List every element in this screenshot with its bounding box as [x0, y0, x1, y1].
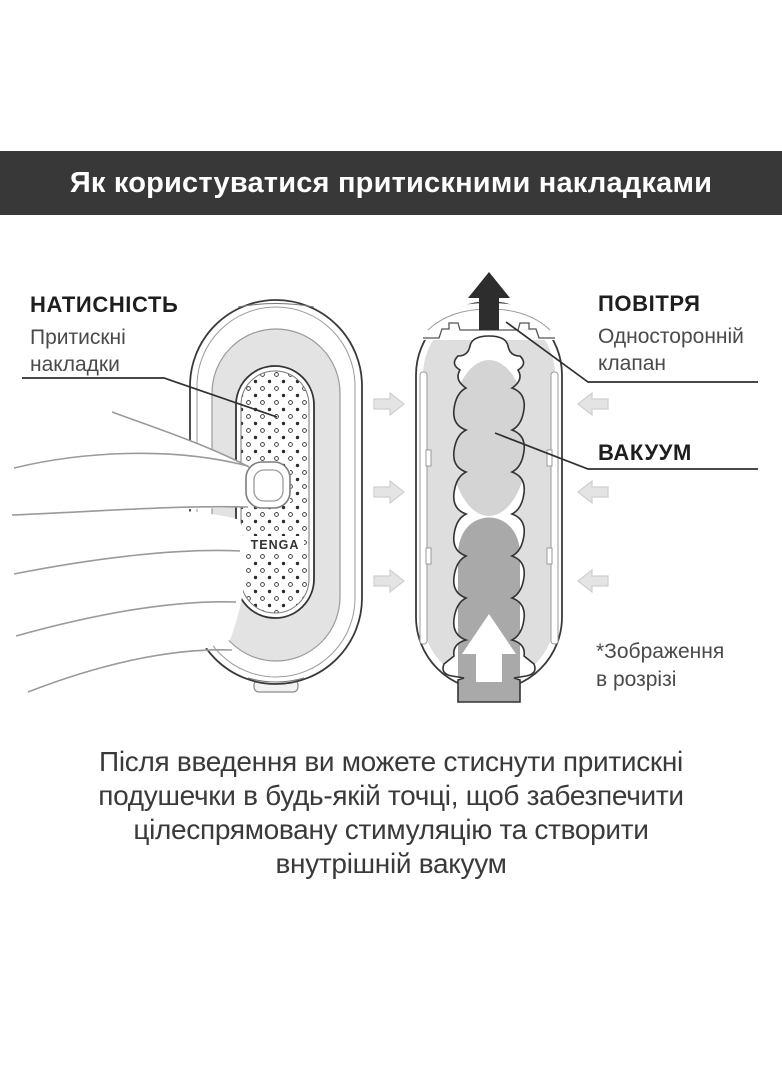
press-arrow-icon: [577, 392, 609, 416]
finger-fill: [12, 453, 290, 517]
air-callout-subtitle: Односторонній клапан: [598, 325, 744, 375]
instruction-line: цілеспрямовану стимуляцію та створити: [133, 814, 649, 845]
vacuum-callout: ВАКУУМ: [598, 440, 692, 466]
left-slit-tab: [425, 449, 432, 467]
vacuum-callout-title: ВАКУУМ: [598, 440, 692, 465]
pressure-callout: НАТИСНІСТЬ Притискні накладки: [30, 292, 178, 378]
press-arrow-icon: [373, 392, 405, 416]
hand-illustration: [10, 411, 291, 695]
sleeve-channel-outline: [442, 335, 536, 703]
air-callout-title: ПОВІТРЯ: [598, 291, 701, 316]
air-out-arrow-icon: [468, 272, 510, 330]
product-bottom-seam: [247, 677, 305, 683]
hand-back-line: [111, 411, 250, 468]
insertion-arrow-icon: [462, 614, 516, 682]
left-slit: [419, 371, 428, 645]
pressure-callout-title: НАТИСНІСТЬ: [30, 292, 179, 317]
vacuum-leader-line: [494, 432, 758, 470]
product-top-seam: [237, 302, 315, 308]
product-cross-section: [415, 272, 563, 703]
knuckle-line-2: [15, 601, 237, 637]
inserted-member: [458, 517, 520, 702]
fist-fill: [10, 508, 246, 695]
pressure-pad-leader-line: [22, 377, 278, 418]
press-arrow-icon: [577, 480, 609, 504]
pressure-callout-subtitle: Притискні накладки: [30, 326, 126, 376]
palm-bottom-line: [27, 649, 233, 693]
instruction-paragraph: Після введення ви можете стиснути притис…: [0, 745, 782, 881]
vacuum-chamber: [449, 360, 529, 516]
finger-bottom-line: [11, 505, 249, 516]
right-slit: [550, 371, 559, 645]
air-leader-line: [505, 321, 758, 383]
instruction-line: внутрішній вакуум: [275, 848, 507, 879]
right-slit-tab: [546, 547, 553, 565]
page-title: Як користуватися притискними накладками: [69, 166, 713, 199]
press-arrow-icon: [373, 569, 405, 593]
brand-logo: TENGA: [251, 538, 300, 552]
air-callout: ПОВІТРЯ Односторонній клапан: [598, 291, 744, 377]
hand-back-fill: [14, 412, 249, 468]
finger-top-line: [13, 452, 249, 469]
instruction-line: подушечки в будь-якій точці, щоб забезпе…: [98, 780, 684, 811]
left-slit-tab: [425, 547, 432, 565]
sleeve-channel-contents: [449, 360, 529, 702]
title-bar: Як користуватися притискними накладками: [0, 151, 782, 215]
right-slit-tab: [546, 449, 553, 467]
knuckle-line-1: [13, 549, 241, 575]
press-arrow-icon: [577, 569, 609, 593]
cross-section-note: *Зображення в розрізі: [596, 640, 725, 691]
press-arrow-icon: [373, 480, 405, 504]
fingernail: [253, 469, 284, 502]
instruction-line: Після введення ви можете стиснути притис…: [99, 746, 683, 777]
brand-logo-backdrop: [246, 536, 304, 552]
